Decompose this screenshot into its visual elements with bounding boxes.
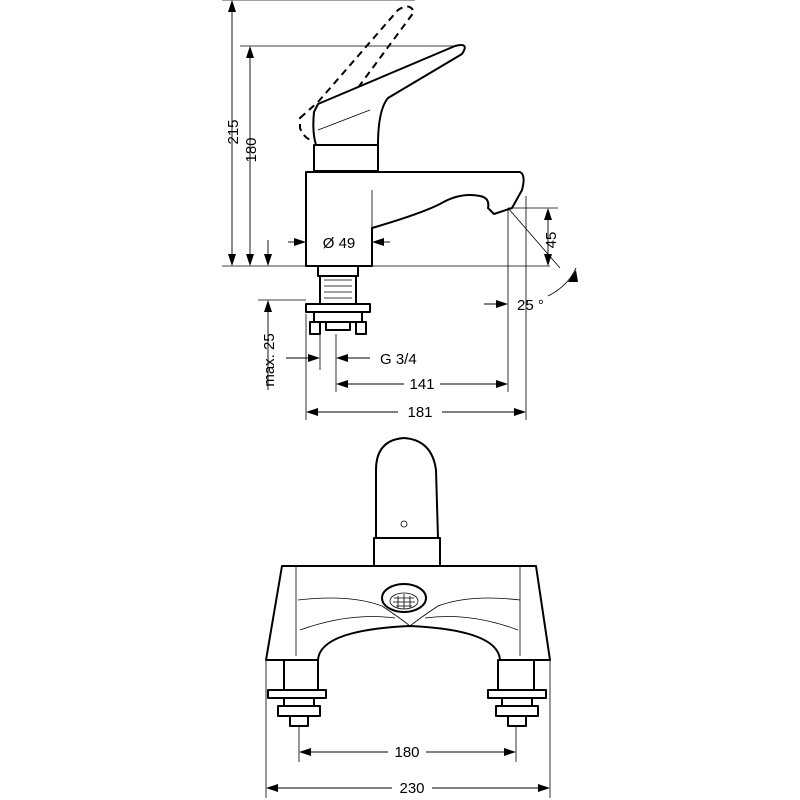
dim-215-arrow-top: [228, 0, 236, 12]
dim-141-arrow-right: [496, 380, 508, 388]
dim-180-front-arrow-right: [504, 748, 516, 756]
dim-45-label: 45: [543, 232, 560, 249]
mounting-plate: [305, 303, 371, 313]
dim-181-arrow-left: [306, 408, 318, 416]
dim-max25-label: max. 25: [261, 333, 278, 386]
side-view: 215 180 Ø 49 45 25 ° max. 25: [222, 0, 578, 421]
front-lever-indicator: [400, 520, 408, 528]
dim-215-label: 215: [225, 119, 242, 144]
spout-outlet: [487, 207, 495, 215]
dim-180-arrow-bottom: [246, 254, 254, 266]
left-mounting-nut: [283, 697, 315, 707]
front-body-contour: [297, 597, 521, 627]
dim-180-arrow-top: [246, 46, 254, 58]
aerator-mesh: [393, 594, 415, 609]
lever-detail-line: [317, 109, 371, 131]
front-collar: [373, 537, 441, 567]
dim-g34-arrow-left: [308, 354, 320, 362]
dim-25deg-arrow: [496, 300, 508, 308]
thread-lines: [324, 279, 352, 299]
dim-181-label-bg: [398, 402, 442, 420]
right-nut-large: [495, 705, 539, 717]
mounting-stud-right: [355, 321, 367, 335]
dim-45-arrow-top: [544, 208, 552, 220]
dim-141-arrow-left: [336, 380, 348, 388]
dim-230-label: 230: [399, 780, 424, 797]
left-mounting-plate: [267, 689, 327, 699]
front-lever-handle: [375, 437, 439, 539]
dim-d49-arrow-left: [294, 238, 306, 246]
right-inlet: [507, 715, 527, 727]
faucet-body: [305, 171, 525, 267]
right-mounting-plate: [487, 689, 547, 699]
dim-230-label-bg: [392, 778, 432, 796]
front-body-contour-2: [299, 616, 519, 631]
left-connector-body: [283, 659, 319, 691]
dim-141-label-bg: [404, 374, 440, 392]
dim-141-label: 141: [409, 376, 434, 393]
dim-d49-arrow-right: [372, 238, 384, 246]
dim-g34-arrow-right: [336, 354, 348, 362]
dim-230-arrow-right: [538, 784, 550, 792]
dim-180-front-arrow-left: [299, 748, 311, 756]
dim-230-arrow-left: [266, 784, 278, 792]
dim-180-front-label-bg: [388, 742, 426, 760]
left-nut-large: [277, 705, 321, 717]
dim-181-label: 181: [407, 404, 432, 421]
dim-25deg-label: 25 °: [517, 297, 544, 314]
mounting-nut: [313, 311, 363, 323]
shank-threaded: [319, 275, 357, 305]
dim-180-front-label: 180: [394, 744, 419, 761]
lever-raised-outline: [299, 5, 415, 142]
ext-lines-side: [222, 0, 558, 420]
dim-180-label: 180: [243, 137, 260, 162]
dim-25deg-arc-arrow: [568, 270, 578, 282]
dim-g34-label: G 3/4: [380, 351, 417, 368]
front-body: [265, 565, 551, 661]
angle-line: [507, 207, 561, 269]
dim-45-arrow-bottom: [544, 254, 552, 266]
dim-181-arrow-right: [514, 408, 526, 416]
cartridge-collar: [313, 144, 379, 172]
angle-arc: [547, 267, 577, 297]
dim-215-arrow-bottom: [228, 254, 236, 266]
ext-lines-front: [265, 660, 551, 798]
base-marker-arrow: [264, 254, 272, 266]
right-mounting-nut: [501, 697, 533, 707]
shank-upper: [317, 265, 359, 277]
dim-d49-label: Ø 49: [323, 235, 356, 252]
left-inlet: [289, 715, 309, 727]
right-connector-body: [497, 659, 535, 691]
front-view: 180 230: [265, 437, 551, 798]
dim-max25-arrow: [264, 300, 272, 312]
lever-handle: [312, 44, 466, 146]
inlet-fitting: [325, 321, 351, 331]
mounting-stud-left: [309, 321, 321, 335]
